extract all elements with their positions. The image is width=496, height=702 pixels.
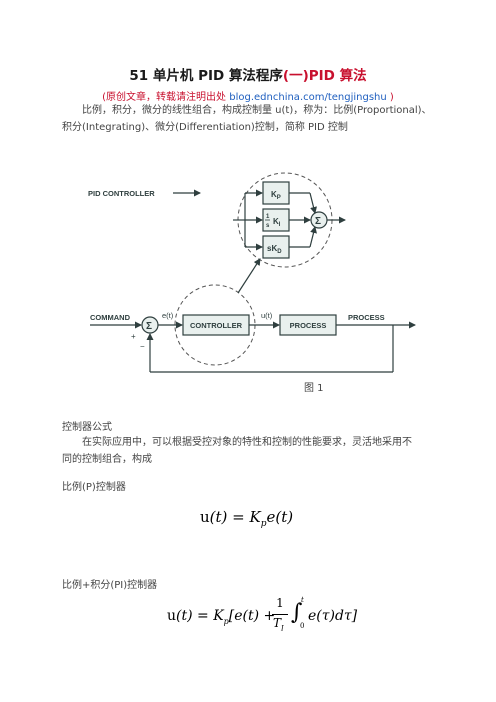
p-formula-u: u [200, 508, 210, 526]
pi-controller-heading: 比例+积分(PI)控制器 [62, 580, 158, 591]
pi-integral-sign: ∫ [291, 600, 303, 625]
ki-den: s [266, 223, 270, 229]
intro-paragraph: 比例，积分，微分的线性组合，构成控制量 u(t)，称为：比例(Proportio… [62, 102, 434, 136]
p-controller-heading: 比例(P)控制器 [62, 482, 126, 493]
title-highlight: (一)PID 算法 [282, 68, 367, 84]
control-signal-label: u(t) [261, 311, 273, 320]
p-formula-lhs: (t) = K [209, 508, 261, 526]
pi-formula-head: u(t) = Kp[e(t) + [167, 608, 276, 626]
body-line-1: 在实际应用中，可以根据受控对象的特性和控制的性能要求，灵活地采用不 [82, 437, 412, 448]
body-line-2: 同的控制组合，构成 [62, 454, 152, 465]
command-label: COMMAND [90, 313, 131, 322]
pid-controller-label: PID CONTROLLER [88, 189, 155, 198]
pi-formula-tail: e(τ)dτ] [308, 608, 358, 624]
p-formula-sub: p [260, 519, 267, 529]
kp-to-sum-arrow [309, 192, 317, 214]
kd-to-sum-arrow [309, 226, 317, 248]
process-block-label: PROCESS [290, 321, 327, 330]
pid-block-diagram: PID CONTROLLER KP 1 s KI sKD Σ COMMAND +… [88, 172, 416, 373]
pid-sum-symbol: Σ [315, 216, 321, 227]
pi-fraction-num: 1 [276, 596, 284, 610]
ki-label: KI [273, 217, 281, 228]
section-heading-formula: 控制器公式 [62, 422, 112, 433]
figure-caption: 图 1 [304, 383, 324, 394]
minus-sign: − [140, 342, 145, 351]
kd-label: sKD [267, 244, 282, 255]
intro-line-2: 积分(Integrating)、微分(Differentiation)控制，简称… [62, 122, 348, 133]
zoom-arrow [237, 258, 261, 294]
pi-fraction-den: TI [273, 616, 284, 633]
kp-label: KP [271, 190, 281, 201]
intro-line-1: 比例，积分，微分的线性组合，构成控制量 u(t)，称为：比例(Proportio… [82, 105, 432, 116]
note-prefix: (原创文章，转载请注明出处 [102, 92, 230, 103]
page-title: 51 单片机 PID 算法程序(一)PID 算法 [0, 64, 496, 84]
p-formula: u(t) = Kpe(t) [200, 508, 293, 529]
note-suffix: ) [386, 92, 394, 103]
source-note: (原创文章，转载请注明出处 blog.ednchina.com/tengjing… [0, 88, 496, 103]
pi-integral-lower: 0 [300, 622, 305, 630]
body-paragraph: 在实际应用中，可以根据受控对象的特性和控制的性能要求，灵活地采用不 同的控制组合… [62, 434, 434, 468]
process-output-label: PROCESS [348, 313, 385, 322]
p-formula-rhs: e(t) [266, 508, 294, 526]
error-label: e(t) [162, 311, 174, 320]
pi-fraction-bar [272, 614, 288, 615]
controller-label: CONTROLLER [190, 321, 243, 330]
title-main: 51 单片机 PID 算法程序 [129, 68, 283, 84]
pi-integral-upper: t [301, 596, 304, 604]
plus-sign: + [131, 332, 136, 341]
ki-num: 1 [266, 214, 270, 220]
source-link[interactable]: blog.ednchina.com/tengjingshu [229, 92, 387, 103]
error-sum-symbol: Σ [146, 321, 152, 332]
